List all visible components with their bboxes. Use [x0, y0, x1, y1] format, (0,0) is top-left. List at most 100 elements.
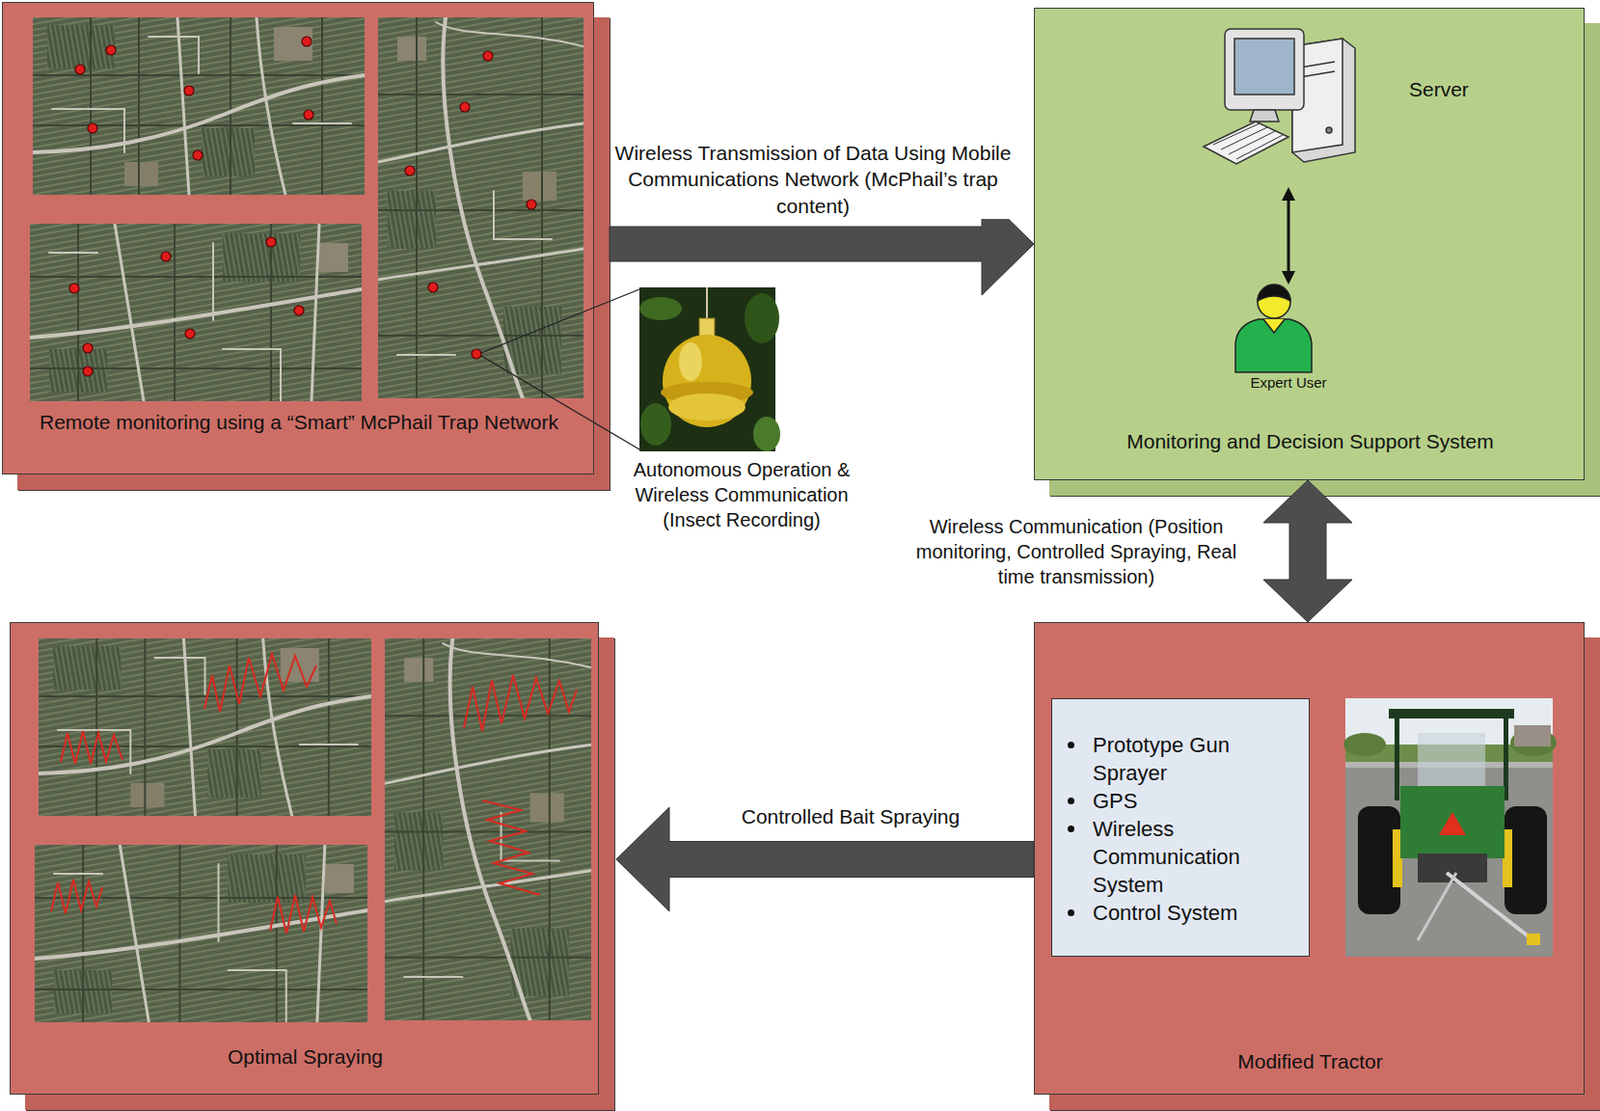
computer-icon: [1300, 61, 1335, 68]
computer-icon: [1292, 38, 1356, 163]
computer-icon: [1203, 28, 1356, 164]
person-icon: [1263, 319, 1285, 333]
tractor-photo: [1504, 806, 1547, 915]
trap-photo: [639, 297, 682, 321]
aerial-map: [34, 844, 368, 1023]
spray-path: [463, 675, 577, 732]
leader-line: [481, 355, 640, 450]
trap-dot: [405, 165, 415, 176]
tractor-photo: [1438, 812, 1466, 836]
trap-photo: [744, 293, 780, 344]
tractor-photo: [1343, 698, 1557, 957]
computer-icon: [1249, 109, 1279, 122]
tractor-photo: [1526, 933, 1541, 946]
bullet-dot: [1067, 741, 1075, 749]
trap-dot: [471, 349, 482, 359]
spray-path: [51, 879, 103, 914]
list-item: Wireless Communication System: [1092, 814, 1303, 899]
tractor-photo: [1345, 761, 1553, 768]
edge-label: Controlled Bait Spraying: [705, 803, 996, 830]
user-node: Expert User: [1225, 290, 1352, 399]
trap-dot: [526, 199, 537, 210]
list-item: Control System: [1092, 898, 1303, 927]
tractor-photo: [1345, 698, 1553, 755]
trap-photo: [705, 287, 708, 321]
double-arrow: [1281, 187, 1296, 285]
tractor-photo: [1417, 853, 1488, 883]
tractor-box: Modified Tractor Prototype Gun SprayerGPS…: [1033, 622, 1585, 1095]
tractor-photo: [1510, 729, 1557, 757]
spray-path: [270, 894, 337, 934]
trap-dot: [294, 305, 304, 316]
bullet-dot: [1067, 909, 1075, 917]
trap-photo: [668, 393, 746, 421]
computer-icon: [1203, 121, 1289, 164]
map-panel: Optimal Spraying: [9, 622, 599, 1095]
computer-icon: [1236, 135, 1283, 160]
bullet-dot: [1067, 825, 1075, 833]
photo-caption: Autonomous Operation & Wireless Communic…: [621, 457, 863, 533]
trap-dot: [87, 123, 98, 134]
spray-path: [51, 653, 577, 934]
decision-support-box: Monitoring and Decision Support System Se…: [1033, 7, 1585, 481]
trap-photo: [640, 403, 672, 446]
list-item: GPS: [1092, 786, 1303, 815]
tractor-photo: [1357, 806, 1401, 915]
trap-dot: [75, 64, 85, 75]
component-list: Prototype Gun SprayerGPSWireless Communi…: [1051, 698, 1310, 957]
aerial-map: [38, 638, 372, 816]
aerial-map: [34, 638, 592, 1023]
tractor-photo: [1503, 718, 1509, 801]
person-icon: [1257, 285, 1291, 319]
tractor-photo: [1392, 829, 1403, 888]
person-icon: [1235, 284, 1312, 373]
server-node: Server: [1196, 25, 1506, 182]
tractor-photo: [1400, 786, 1505, 859]
trap-dot: [460, 102, 470, 112]
person-icon: [1235, 319, 1312, 373]
leader-line: [481, 289, 640, 353]
aerial-map: [29, 17, 584, 402]
bullet-dot: [1067, 797, 1075, 805]
edge-label: Wireless Communication (Position monitor…: [902, 514, 1250, 590]
trap-dot: [106, 45, 116, 55]
aerial-map: [378, 17, 584, 399]
computer-icon: [1300, 71, 1335, 78]
aerial-map: [384, 638, 592, 1021]
trap-dot: [192, 150, 203, 161]
map-panel: Remote monitoring using a “Smart” McPhai…: [1, 1, 595, 475]
computer-icon: [1234, 38, 1295, 95]
tractor-photo: [1417, 872, 1457, 941]
trap-photo: [639, 287, 781, 452]
trap-photo: [660, 381, 754, 404]
icon-label: Server: [1409, 76, 1502, 103]
aerial-map: [32, 17, 365, 195]
icon-label: Expert User: [1225, 373, 1352, 393]
trap-dot: [69, 36, 537, 377]
panel-title: Monitoring and Decision Support System: [1044, 428, 1576, 455]
computer-icon: [1213, 123, 1260, 145]
computer-icon: [1224, 28, 1304, 110]
trap-dot: [184, 85, 194, 96]
spray-path: [204, 653, 317, 712]
tractor-photo: [1343, 732, 1386, 757]
tractor-photo: [1394, 718, 1400, 801]
trap-photo: [639, 287, 776, 452]
computer-icon: [1292, 38, 1343, 153]
leader-line: [481, 289, 640, 450]
trap-dot: [428, 282, 438, 293]
panel-title: Modified Tractor: [1044, 1048, 1576, 1075]
trap-dot: [483, 51, 493, 61]
trap-callout: Autonomous Operation & Wireless Communic…: [621, 287, 863, 539]
spray-path: [482, 800, 541, 895]
tractor-photo: [1502, 829, 1513, 888]
trap-dot: [161, 251, 171, 262]
trap-photo: [678, 342, 703, 381]
computer-icon: [1326, 127, 1332, 134]
trap-dot: [301, 36, 312, 47]
trap-photo: [753, 416, 781, 452]
tractor-photo: [1514, 725, 1551, 747]
computer-icon: [1220, 127, 1268, 150]
computer-icon: [1228, 131, 1275, 155]
